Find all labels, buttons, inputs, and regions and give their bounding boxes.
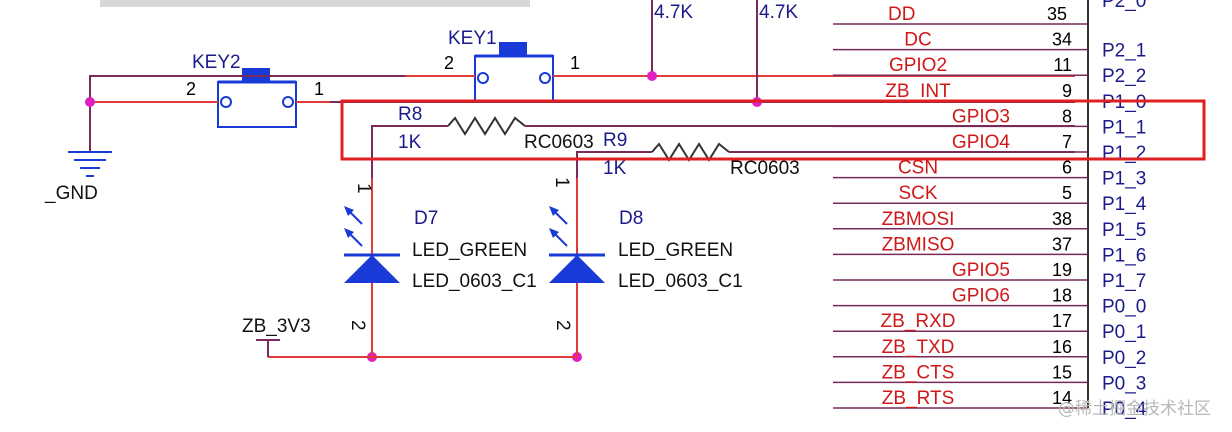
ground-symbol xyxy=(68,151,112,177)
r8-ref: R8 xyxy=(398,104,422,125)
net-label: GPIO5 xyxy=(952,260,1010,281)
port-name: P1_5 xyxy=(1102,220,1146,241)
port-name: P2_1 xyxy=(1102,41,1146,62)
port-name: P0_1 xyxy=(1102,322,1146,343)
net-label: ZB_RXD xyxy=(881,311,956,332)
d7-pin-bottom: 2 xyxy=(347,320,368,331)
zb3v3-label: ZB_3V3 xyxy=(242,316,311,337)
pin-number: 11 xyxy=(1053,55,1072,75)
watermark-text: @稀土掘金技术社区 xyxy=(1058,399,1211,419)
pin-number: 5 xyxy=(1062,183,1072,203)
net-top-pin: 35 xyxy=(1047,4,1067,24)
port-name: P1_7 xyxy=(1102,271,1146,292)
port-name: P2_2 xyxy=(1102,66,1146,87)
pin-number: 15 xyxy=(1052,362,1072,382)
key2-pin-left: 2 xyxy=(186,79,196,99)
port-name: P0_2 xyxy=(1102,348,1146,369)
r9-package: RC0603 xyxy=(730,158,800,179)
led-d7-symbol xyxy=(344,206,400,283)
net-top-label: DD xyxy=(888,4,915,25)
net-label: ZB_CTS xyxy=(882,362,955,383)
wire-r8-left xyxy=(371,125,448,178)
junction-gnd xyxy=(85,97,95,107)
net-label: GPIO3 xyxy=(952,106,1010,127)
pullup-right-value: 4.7K xyxy=(759,2,798,23)
d8-pin-top: 1 xyxy=(551,177,572,188)
net-label: DC xyxy=(904,30,931,51)
pin-number: 19 xyxy=(1052,260,1072,280)
key2-ref: KEY2 xyxy=(192,52,241,73)
pin-number: 34 xyxy=(1052,30,1072,50)
net-label: ZBMISO xyxy=(882,234,955,255)
port-name: P1_4 xyxy=(1102,194,1147,215)
net-label: SCK xyxy=(898,183,937,204)
d8-pin-bottom: 2 xyxy=(552,320,573,331)
pin-number: 37 xyxy=(1052,234,1072,254)
port-name: P0_4 xyxy=(1102,399,1147,420)
pin-number: 17 xyxy=(1052,311,1072,331)
r9-ref: R9 xyxy=(603,130,627,151)
led-d8-symbol xyxy=(549,206,605,283)
key2-pin-right: 1 xyxy=(314,79,324,99)
net-label: CSN xyxy=(898,158,938,179)
d8-value: LED_GREEN xyxy=(618,240,733,261)
net-label: ZB_TXD xyxy=(882,337,955,358)
highlight-box xyxy=(340,99,1206,161)
r8-zigzag xyxy=(447,116,526,136)
gnd-label: _GND xyxy=(44,183,98,204)
pin-number: 14 xyxy=(1052,388,1072,408)
d8-package: LED_0603_C1 xyxy=(618,271,743,292)
wire-r9-left xyxy=(576,151,652,178)
r8-value: 1K xyxy=(398,132,422,153)
pin-number: 18 xyxy=(1052,286,1072,306)
r8-package: RC0603 xyxy=(524,132,594,153)
port-name: P1_6 xyxy=(1102,245,1146,266)
pin-number: 6 xyxy=(1062,158,1072,178)
net-label: ZB_INT xyxy=(885,81,951,102)
port-name: P0_3 xyxy=(1102,373,1146,394)
d7-package: LED_0603_C1 xyxy=(412,271,537,292)
d7-ref: D7 xyxy=(414,208,438,229)
pullup-left-value: 4.7K xyxy=(654,2,693,23)
key1-pin-right: 1 xyxy=(570,53,580,73)
pin-number: 8 xyxy=(1062,106,1072,126)
pin-number: 9 xyxy=(1062,81,1072,101)
net-top-port: P2_0 xyxy=(1102,0,1146,12)
net-label: GPIO4 xyxy=(952,132,1011,153)
r9-value: 1K xyxy=(603,158,627,179)
junction-gpio2 xyxy=(647,71,657,81)
pin-number: 7 xyxy=(1062,132,1072,152)
net-label: GPIO6 xyxy=(952,286,1010,307)
d8-ref: D8 xyxy=(619,208,643,229)
port-name: P1_3 xyxy=(1102,169,1146,190)
pin-number: 38 xyxy=(1052,209,1072,229)
top-grey-band xyxy=(100,0,530,7)
d7-value: LED_GREEN xyxy=(412,240,527,261)
wire-key1-gnd xyxy=(89,75,405,102)
port-name: P1_1 xyxy=(1102,117,1146,138)
key1-ref: KEY1 xyxy=(448,28,497,49)
key1-pin-left: 2 xyxy=(444,53,454,73)
net-label: GPIO2 xyxy=(889,55,947,76)
net-label: ZBMOSI xyxy=(882,209,955,230)
net-label: ZB_RTS xyxy=(882,388,955,409)
key1-switch xyxy=(474,42,554,102)
port-name: P1_2 xyxy=(1102,143,1146,164)
d7-pin-top: 1 xyxy=(353,183,374,194)
port-name: P0_0 xyxy=(1102,297,1146,318)
pin-number: 16 xyxy=(1052,337,1072,357)
